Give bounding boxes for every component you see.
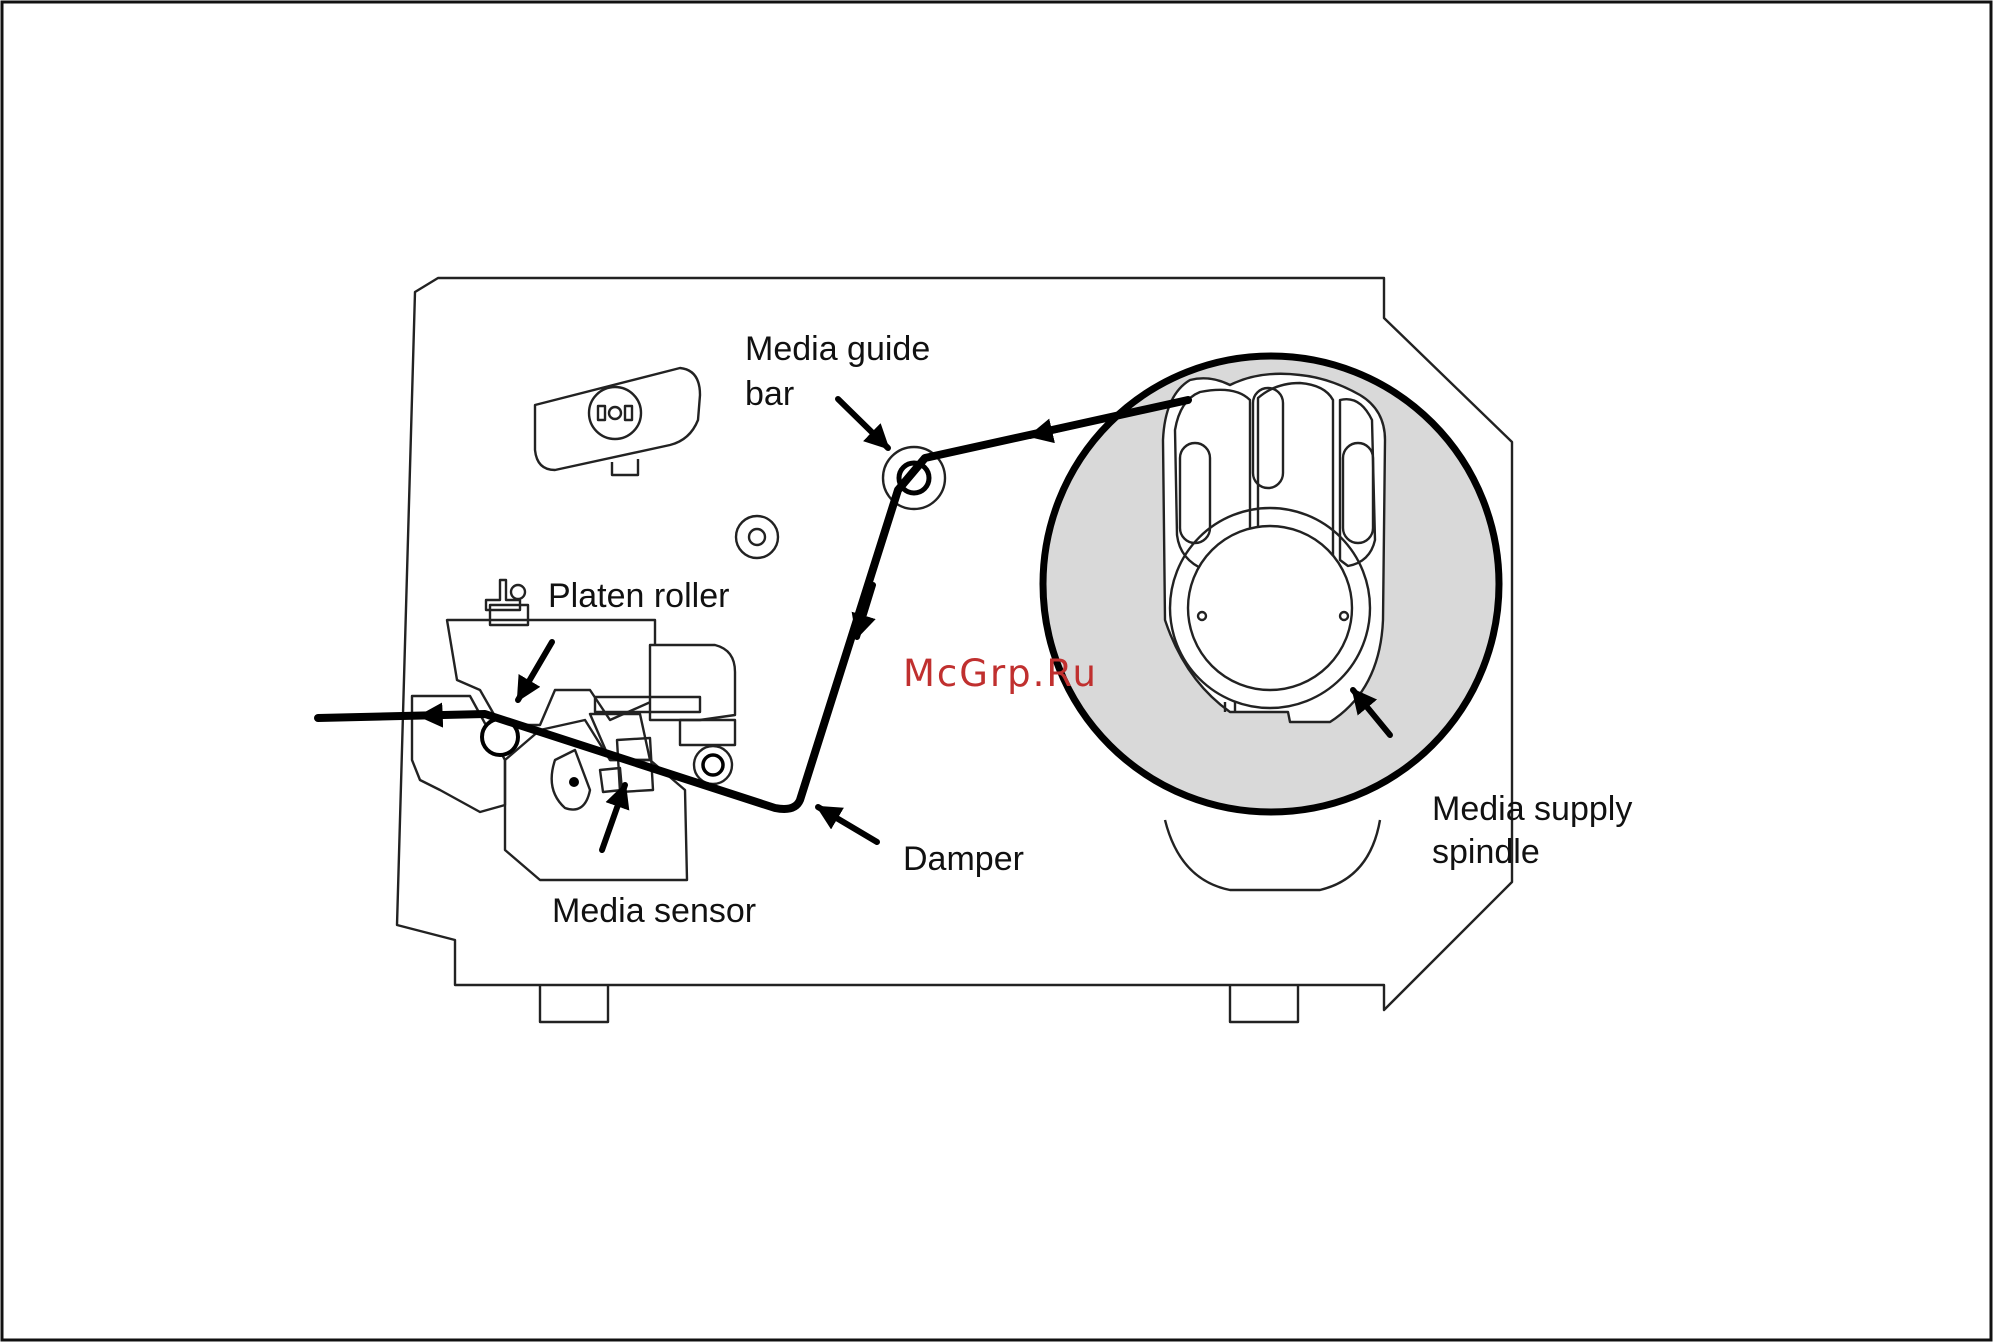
print-mechanism (412, 580, 735, 880)
printer-foot-left (540, 985, 608, 1022)
platen-roller-label: Platen roller (548, 577, 729, 615)
ribbon-spindle-bracket (535, 368, 700, 475)
platen-roller-pointer (518, 642, 552, 700)
media-direction-arrow-3 (420, 714, 470, 716)
media-sensor-pointer (602, 785, 625, 850)
media-guide-bar-label-line2: bar (745, 375, 794, 413)
media-sensor-label: Media sensor (552, 892, 756, 930)
watermark-text: McGrp.Ru (903, 652, 1098, 695)
media-guide-bar-label-line1: Media guide (745, 330, 930, 368)
printer-foot-right (1230, 985, 1298, 1022)
damper-pointer (818, 807, 877, 842)
small-knob (736, 516, 778, 558)
media-guide-bar-pointer (838, 399, 888, 448)
media-supply-roll (1043, 356, 1499, 890)
damper-label: Damper (903, 840, 1024, 878)
media-supply-spindle-label-line1: Media supply (1432, 790, 1632, 828)
media-supply-spindle-label-line2: spindle (1432, 833, 1540, 871)
